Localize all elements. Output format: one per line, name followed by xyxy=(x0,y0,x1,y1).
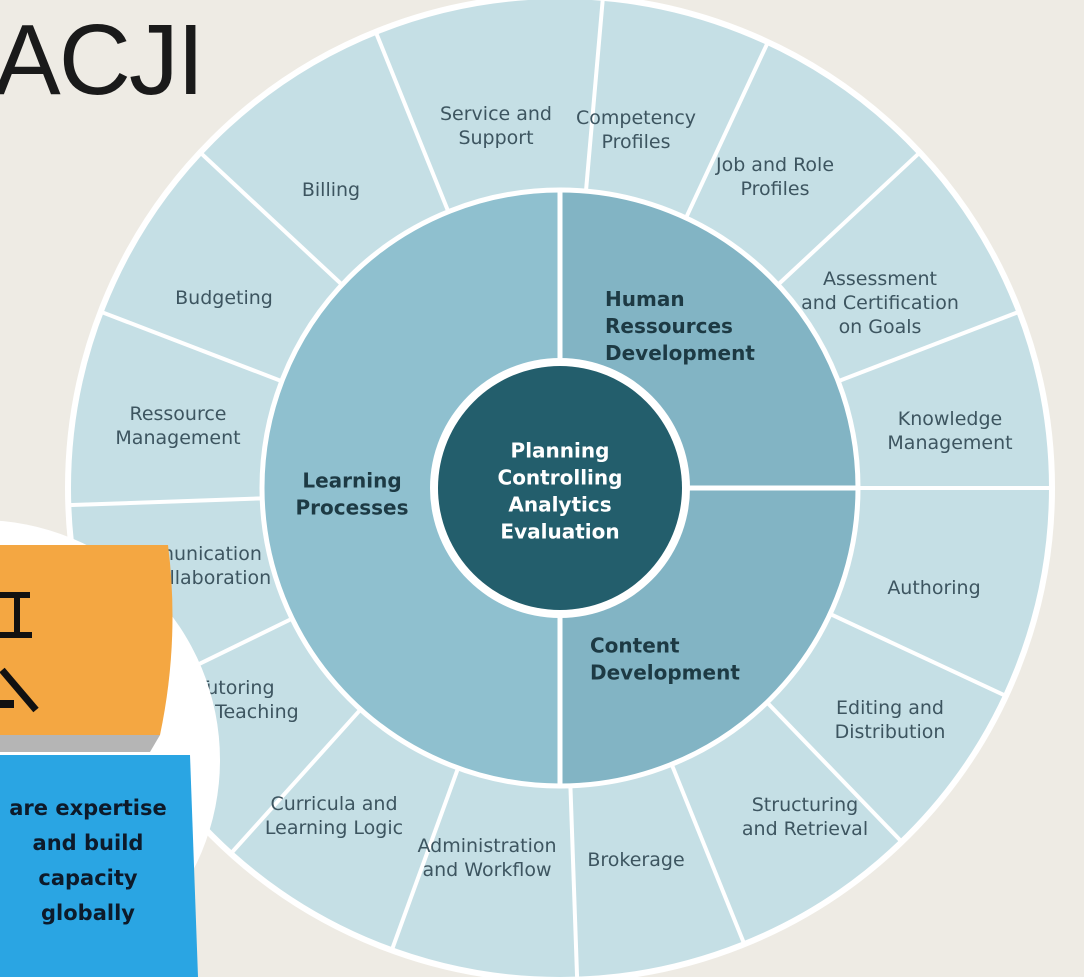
outer-segment-label-line: and Retrieval xyxy=(742,818,868,840)
segment-divider xyxy=(684,41,770,219)
outer-segment-label: Billing xyxy=(302,179,360,201)
outer-segment-label-line: Management xyxy=(887,432,1012,454)
segment-divider xyxy=(765,700,904,844)
badge-text-line: and build xyxy=(33,831,144,855)
certificate-icon xyxy=(0,592,39,713)
inner-ring-label-line: Human xyxy=(605,287,685,311)
outer-segment-label-line: Knowledge xyxy=(898,408,1002,430)
badge-text: are expertise and build capacity globally xyxy=(9,796,166,925)
outer-segment-label-line: Authoring xyxy=(887,577,980,599)
outer-segment-label-line: Ressource xyxy=(129,403,226,425)
core-circle xyxy=(438,366,682,610)
segment-divider xyxy=(568,785,580,977)
inner-ring-learning-processes xyxy=(262,190,560,786)
outer-segment-label-line: Curricula and xyxy=(270,793,397,815)
segment-divider xyxy=(389,767,460,952)
outer-segment-label-line: Service and xyxy=(440,103,552,125)
outer-segment-label-line: Distribution xyxy=(835,721,946,743)
outer-segment-label-line: Assessment xyxy=(823,268,937,290)
outer-segment-label-line: Budgeting xyxy=(175,287,273,309)
outer-segment-label-line: Competency xyxy=(576,107,696,129)
badge-shadow xyxy=(0,735,160,752)
badge-orange-panel xyxy=(0,545,173,735)
outer-segment-label: Brokerage xyxy=(587,849,684,871)
segment-divider xyxy=(829,612,1007,698)
outer-segment-label: Authoring xyxy=(887,577,980,599)
segment-divider xyxy=(583,0,605,192)
outer-segment-label-line: and Certification xyxy=(801,292,959,314)
outer-segment-label-line: Billing xyxy=(302,179,360,201)
outer-segment-label-line: Support xyxy=(458,127,533,149)
outer-segment-label-line: Brokerage xyxy=(587,849,684,871)
inner-ring-hr-development xyxy=(560,190,858,488)
inner-ring-label-line: Development xyxy=(605,341,755,365)
inner-ring-content-development xyxy=(560,488,858,786)
outer-segment-label-line: and Workflow xyxy=(422,859,551,881)
outer-segment-label-line: Learning Logic xyxy=(265,817,403,839)
outer-segment-label: Budgeting xyxy=(175,287,273,309)
inner-ring-label-line: Ressources xyxy=(605,314,733,338)
core-label-line: Analytics xyxy=(508,493,611,517)
outer-segment-label-line: Management xyxy=(115,427,240,449)
segment-divider xyxy=(373,31,451,213)
core-label-line: Evaluation xyxy=(500,520,619,544)
segment-divider xyxy=(837,309,1021,384)
outer-segment-label-line: Job and Role xyxy=(715,154,834,176)
page-title: ACJI xyxy=(0,4,205,116)
badge-blue-panel xyxy=(0,755,198,977)
inner-ring-label-line: Learning xyxy=(302,469,401,493)
badge-text-line: globally xyxy=(41,901,135,925)
segment-divider xyxy=(99,309,283,384)
outer-segment-label-line: Administration xyxy=(417,835,556,857)
inner-ring-label-line: Development xyxy=(590,661,740,685)
outer-rim xyxy=(65,0,1055,977)
inner-ring-label-line: Content xyxy=(590,634,680,658)
segment-divider xyxy=(776,150,922,287)
outer-segment-label-line: on Goals xyxy=(839,316,922,338)
inner-ring-border xyxy=(259,187,861,789)
segment-divider xyxy=(68,496,263,508)
outer-segment-label-line: Tutoring xyxy=(196,677,274,699)
outer-segment-label-line: Profiles xyxy=(741,178,810,200)
outer-segment-label-line: Editing and xyxy=(836,697,944,719)
core-label-line: Controlling xyxy=(498,466,623,490)
core-label-line: Planning xyxy=(511,439,610,463)
outer-segment-label-line: Profiles xyxy=(602,131,671,153)
segment-divider xyxy=(669,763,747,945)
outer-segment-label-line: Structuring xyxy=(752,794,859,816)
inner-ring-label-line: Processes xyxy=(296,496,409,520)
badge-text-line: capacity xyxy=(38,866,138,890)
badge-text-line: are expertise xyxy=(9,796,166,820)
segment-divider xyxy=(229,708,363,855)
segment-divider xyxy=(198,150,344,287)
